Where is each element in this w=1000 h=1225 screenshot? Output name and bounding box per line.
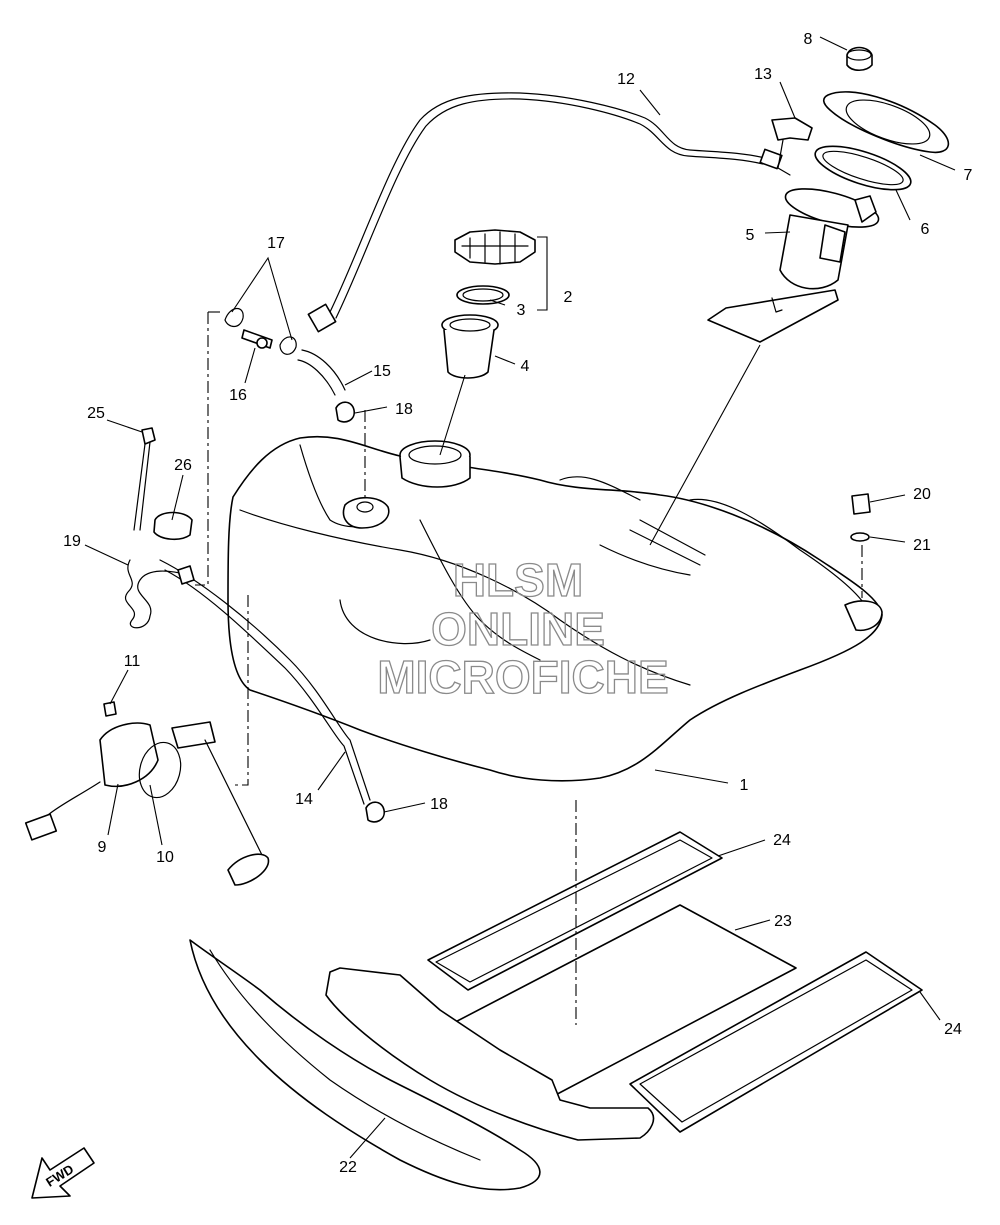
part-18-clamp-top [335,401,355,423]
part-4-filler-neck [441,314,499,379]
callout-18-top: 18 [395,401,413,418]
fwd-direction-arrow: FWD [31,1147,95,1199]
part-11-screw [103,701,117,717]
callout-9: 9 [98,839,107,856]
callout-2: 2 [564,289,573,306]
part-2-fuel-cap [454,229,536,265]
part-20-bolt [851,493,871,515]
part-15-hose [297,349,346,396]
watermark-line-3: MICROFICHE [377,651,668,703]
callout-3: 3 [517,302,526,319]
callout-8: 8 [804,31,813,48]
part-21-washer [850,532,870,542]
callout-15: 15 [373,363,391,380]
leader-lines [84,36,956,1159]
part-18-clamp-bottom [365,801,385,823]
callout-23: 23 [774,913,792,930]
part-24-pad-top [427,831,723,991]
watermark: HLSM ONLINE MICROFICHE [377,553,670,703]
alignment-lines [195,311,863,1025]
watermark-line-1: HLSM [453,554,583,606]
part-14-drain-hose [159,559,371,805]
callout-25: 25 [87,405,105,422]
callout-24-top: 24 [773,832,791,849]
part-16-fitting [241,329,273,349]
part-25-tie-strap [133,427,156,531]
callout-10: 10 [156,849,174,866]
watermark-line-2: ONLINE [431,603,605,655]
part-8-cap [846,46,873,72]
callout-13: 13 [754,66,772,83]
callout-7: 7 [964,167,973,184]
callout-21: 21 [913,537,931,554]
callout-14: 14 [295,791,313,808]
part-1-fuel-tank [227,435,883,782]
callout-26: 26 [174,457,192,474]
callout-12: 12 [617,71,635,88]
callout-17: 17 [267,235,285,252]
part-7-plate [822,91,950,154]
part-22-protector [189,939,655,1191]
callout-1: 1 [740,777,749,794]
callout-20: 20 [913,486,931,503]
part-12-vent-hose [307,92,783,333]
part-13-clip [771,117,813,176]
callout-6: 6 [921,221,930,238]
part-19-coiled-hose [125,559,195,629]
part-6-gasket [814,145,912,191]
callout-11: 11 [124,653,141,670]
callout-22: 22 [339,1159,357,1176]
part-26-holder [153,511,193,541]
callout-4: 4 [521,358,530,375]
callout-16: 16 [229,387,247,404]
part-24-pad-bottom [629,951,923,1133]
callout-numbers: 8 13 12 7 6 5 2 3 4 17 16 15 18 25 26 19… [63,31,972,1176]
callout-24-bottom: 24 [944,1021,962,1038]
callout-18-bottom: 18 [430,796,448,813]
part-9-sender-unit [24,721,270,886]
part-5-fuel-pump [707,188,880,343]
part-17-clamps [224,307,297,355]
callout-19: 19 [63,533,81,550]
part-3-seal-ring [456,285,510,305]
callout-5: 5 [746,227,755,244]
